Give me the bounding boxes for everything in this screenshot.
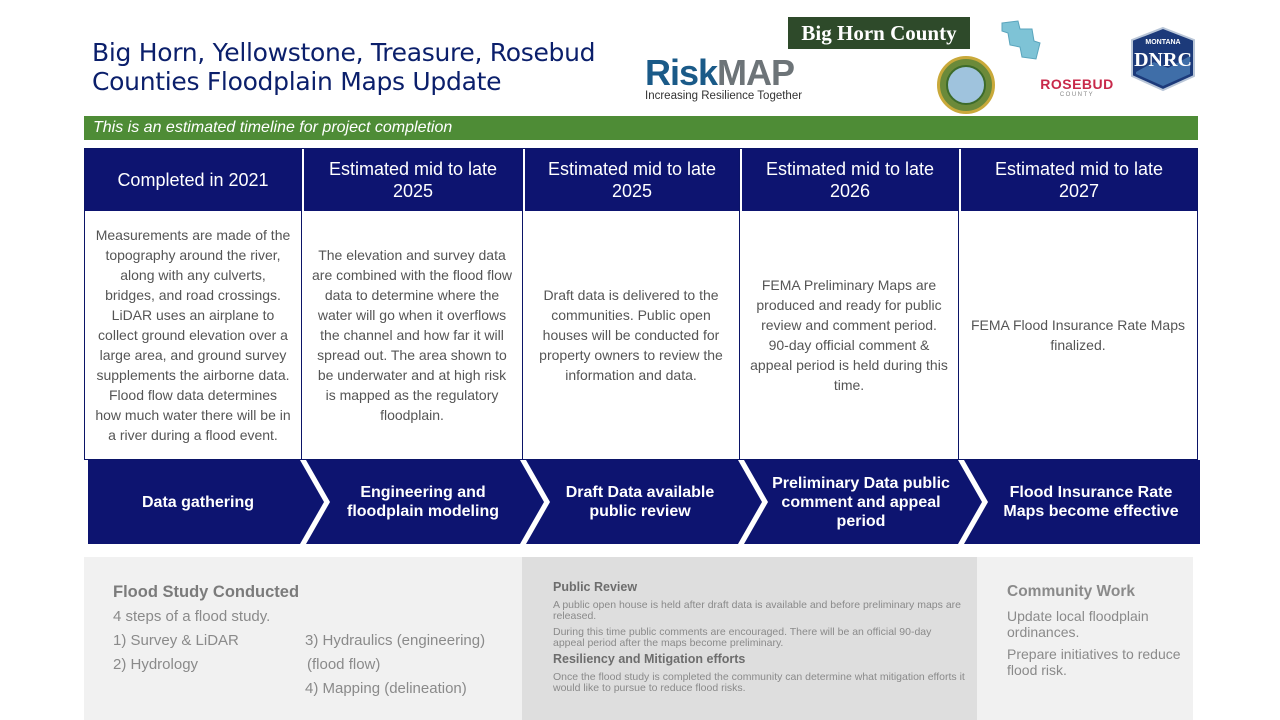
flood-study-step-3: 3) Hydraulics (engineering) — [305, 632, 486, 649]
timeline-column-4: Estimated mid to late 2026 FEMA Prelimin… — [739, 149, 958, 459]
column-body: FEMA Flood Insurance Rate Maps finalized… — [971, 317, 1185, 353]
phase-chevrons: Data gathering Engineering and floodplai… — [88, 460, 1200, 544]
rosebud-logo-subtext: COUNTY — [1059, 92, 1095, 98]
column-heading: Estimated mid to late 2025 — [523, 149, 739, 211]
riskmap-tagline: Increasing Resilience Together — [645, 90, 803, 102]
phase-chevron-2 — [306, 460, 544, 544]
flood-study-subtitle: 4 steps of a flood study. — [113, 608, 271, 625]
timeline-column-5: Estimated mid to late 2027 FEMA Flood In… — [958, 149, 1197, 459]
flood-study-step-4: 4) Mapping (delineation) — [305, 680, 467, 697]
column-heading: Estimated mid to late 2026 — [740, 149, 958, 211]
phase-label: Data gathering — [141, 493, 254, 511]
timeline-column-1: Completed in 2021 Measurements are made … — [85, 149, 301, 459]
column-body: Measurements are made of the topography … — [95, 227, 291, 443]
flood-study-title: Flood Study Conducted — [113, 583, 300, 601]
phase-label: Draft Data available public review — [565, 484, 715, 520]
public-review-heading: Public Review — [553, 580, 638, 594]
column-body: The elevation and survey data are combin… — [312, 247, 512, 423]
big-horn-county-logo: Big Horn County — [788, 17, 970, 49]
treasure-county-map-icon — [1000, 19, 1042, 63]
phase-chevron-5 — [964, 460, 1200, 544]
column-heading: Completed in 2021 — [85, 149, 301, 211]
public-review-panel — [522, 557, 977, 720]
dnrc-logo-top: MONTANA — [1145, 39, 1180, 46]
montana-dnrc-logo: MONTANA DNRC — [1128, 26, 1198, 92]
timeline-column-3: Estimated mid to late 2025 Draft data is… — [522, 149, 739, 459]
community-work-text-2: Prepare initiatives to reduce flood risk… — [1007, 646, 1181, 678]
timeline-column-2: Estimated mid to late 2025 The elevation… — [301, 149, 522, 459]
public-review-text-1: A public open house is held after draft … — [553, 599, 961, 622]
flood-study-step-3-detail: (flood flow) — [307, 656, 381, 673]
community-work-text-1: Update local floodplain ordinances. — [1007, 608, 1149, 640]
rosebud-county-logo: ROSEBUD COUNTY — [1034, 66, 1120, 102]
public-review-text-2: During this time public comments are enc… — [553, 626, 932, 649]
page-title: Big Horn, Yellowstone, Treasure, Rosebud… — [92, 38, 596, 96]
phase-label: Flood Insurance Rate Maps become effecti… — [1003, 484, 1179, 520]
phase-label: Engineering and floodplain modeling — [347, 484, 499, 520]
flood-study-step-2: 2) Hydrology — [113, 656, 199, 673]
dnrc-logo-text: DNRC — [1134, 49, 1192, 71]
column-heading: Estimated mid to late 2027 — [959, 149, 1197, 211]
phase-chevron-4 — [744, 460, 982, 544]
column-heading: Estimated mid to late 2025 — [302, 149, 522, 211]
resiliency-heading: Resiliency and Mitigation efforts — [553, 652, 746, 666]
yellowstone-county-seal-icon — [937, 56, 995, 114]
column-body: FEMA Preliminary Maps are produced and r… — [750, 277, 948, 393]
phase-chevron-1 — [88, 460, 324, 544]
phase-chevron-3 — [526, 460, 762, 544]
phase-label: Preliminary Data public comment and appe… — [772, 474, 950, 530]
timeline-banner: This is an estimated timeline for projec… — [84, 116, 1198, 140]
column-body: Draft data is delivered to the communiti… — [539, 287, 723, 383]
timeline-grid: Completed in 2021 Measurements are made … — [84, 148, 1198, 460]
resiliency-text: Once the flood study is completed the co… — [553, 671, 965, 694]
riskmap-logo: RiskMAP Increasing Resilience Together — [645, 54, 815, 106]
riskmap-logo-risk: Risk — [645, 52, 718, 93]
flood-study-panel — [84, 557, 522, 720]
community-work-title: Community Work — [1007, 583, 1136, 600]
riskmap-logo-map: MAP — [717, 52, 795, 93]
flood-study-step-1: 1) Survey & LiDAR — [113, 632, 239, 649]
community-work-panel — [977, 557, 1193, 720]
rosebud-logo-text: ROSEBUD — [1040, 76, 1114, 92]
